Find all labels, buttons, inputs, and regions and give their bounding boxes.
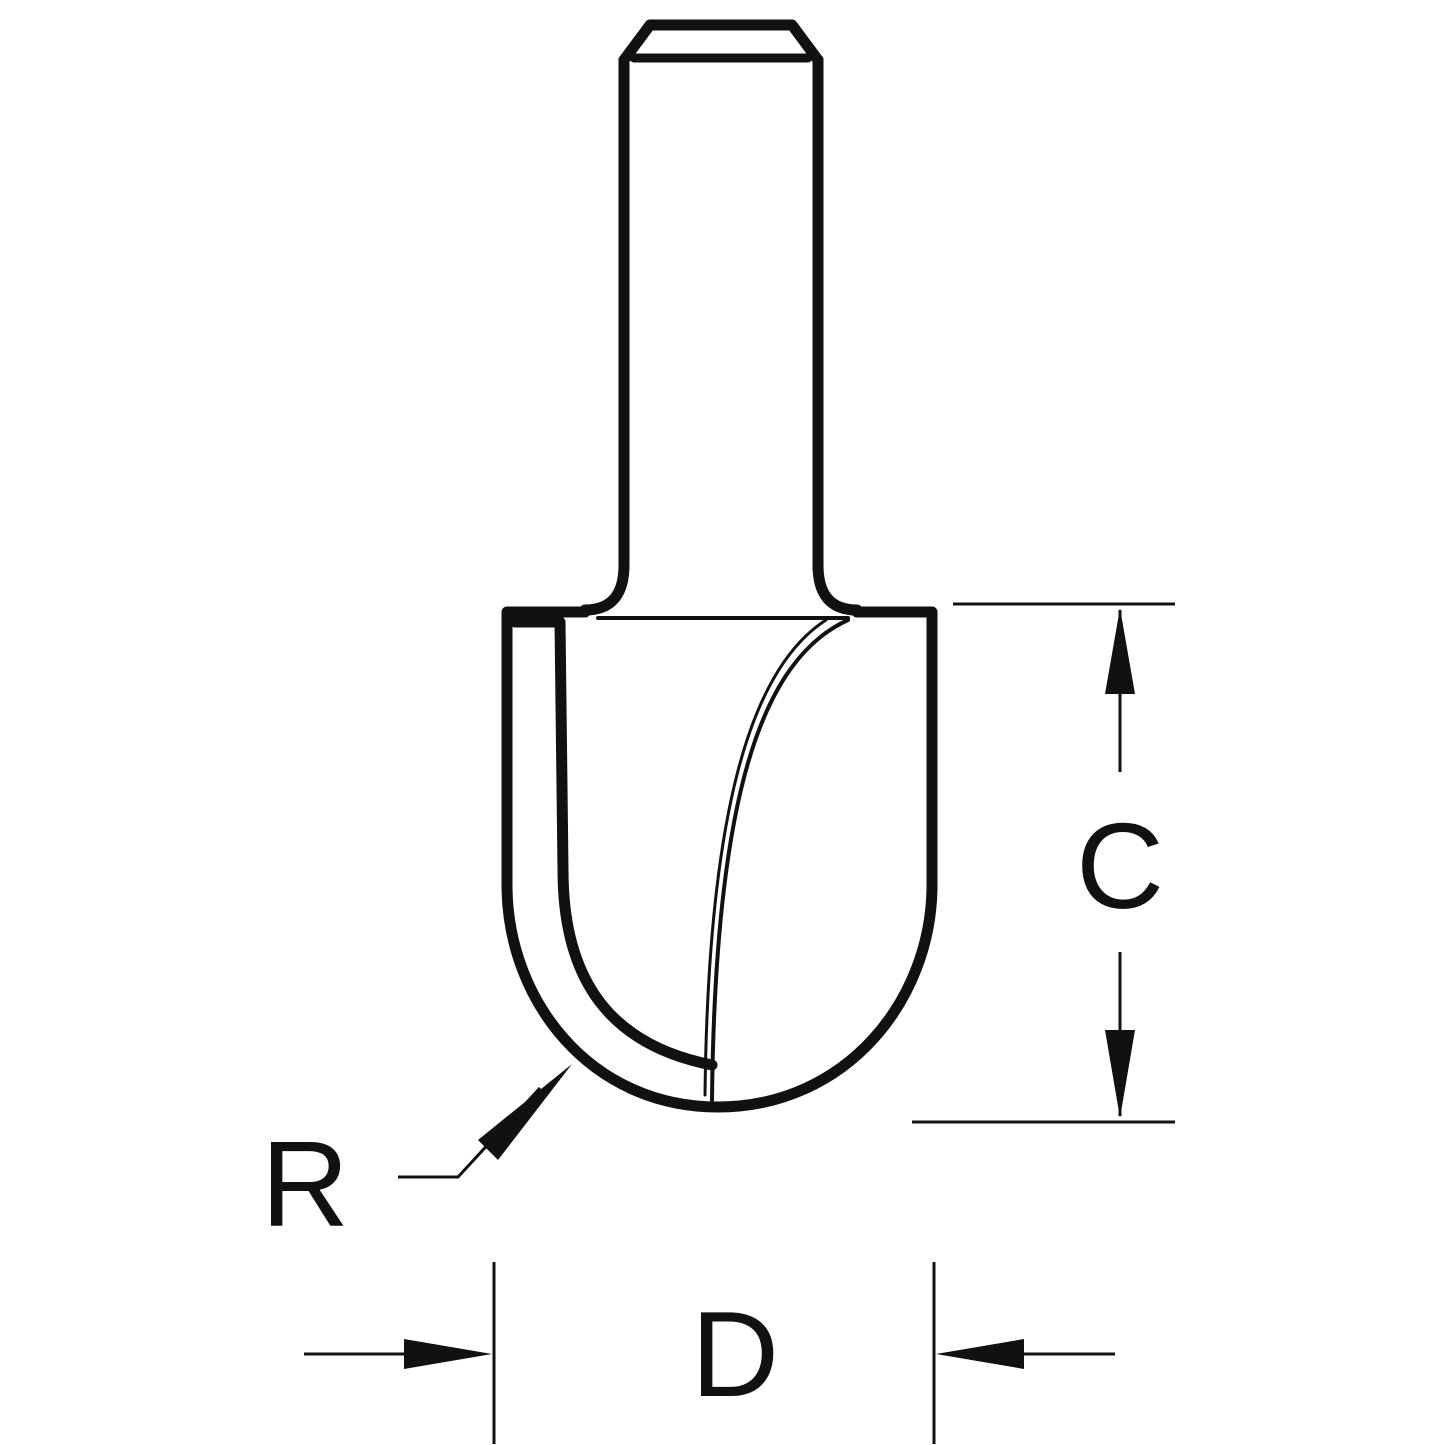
shank-top-chamfer bbox=[618, 19, 824, 66]
shank-left-side bbox=[579, 54, 630, 616]
flute-relief bbox=[509, 616, 718, 1071]
dim-c-label: C bbox=[1076, 798, 1164, 934]
cutting-edge-line-inner bbox=[703, 618, 828, 1097]
dim-d-label: D bbox=[691, 1286, 779, 1422]
dimension-d bbox=[304, 1262, 1115, 1444]
dim-r-arrow bbox=[478, 1064, 572, 1160]
dim-d-right-pointing-arrow bbox=[404, 1339, 492, 1369]
dim-c-down-arrow bbox=[1105, 1030, 1135, 1118]
shank-right-side bbox=[812, 54, 863, 616]
cutter-head bbox=[501, 606, 938, 1113]
dim-d-left-pointing-arrow bbox=[936, 1339, 1024, 1369]
dim-r-label: R bbox=[261, 1116, 349, 1252]
dimension-r bbox=[398, 1064, 572, 1179]
dim-c-up-arrow bbox=[1105, 608, 1135, 694]
shank bbox=[579, 19, 863, 616]
dimension-c bbox=[912, 602, 1175, 1124]
cutting-edge-line bbox=[710, 618, 850, 1102]
cutter-outline bbox=[501, 606, 938, 1113]
